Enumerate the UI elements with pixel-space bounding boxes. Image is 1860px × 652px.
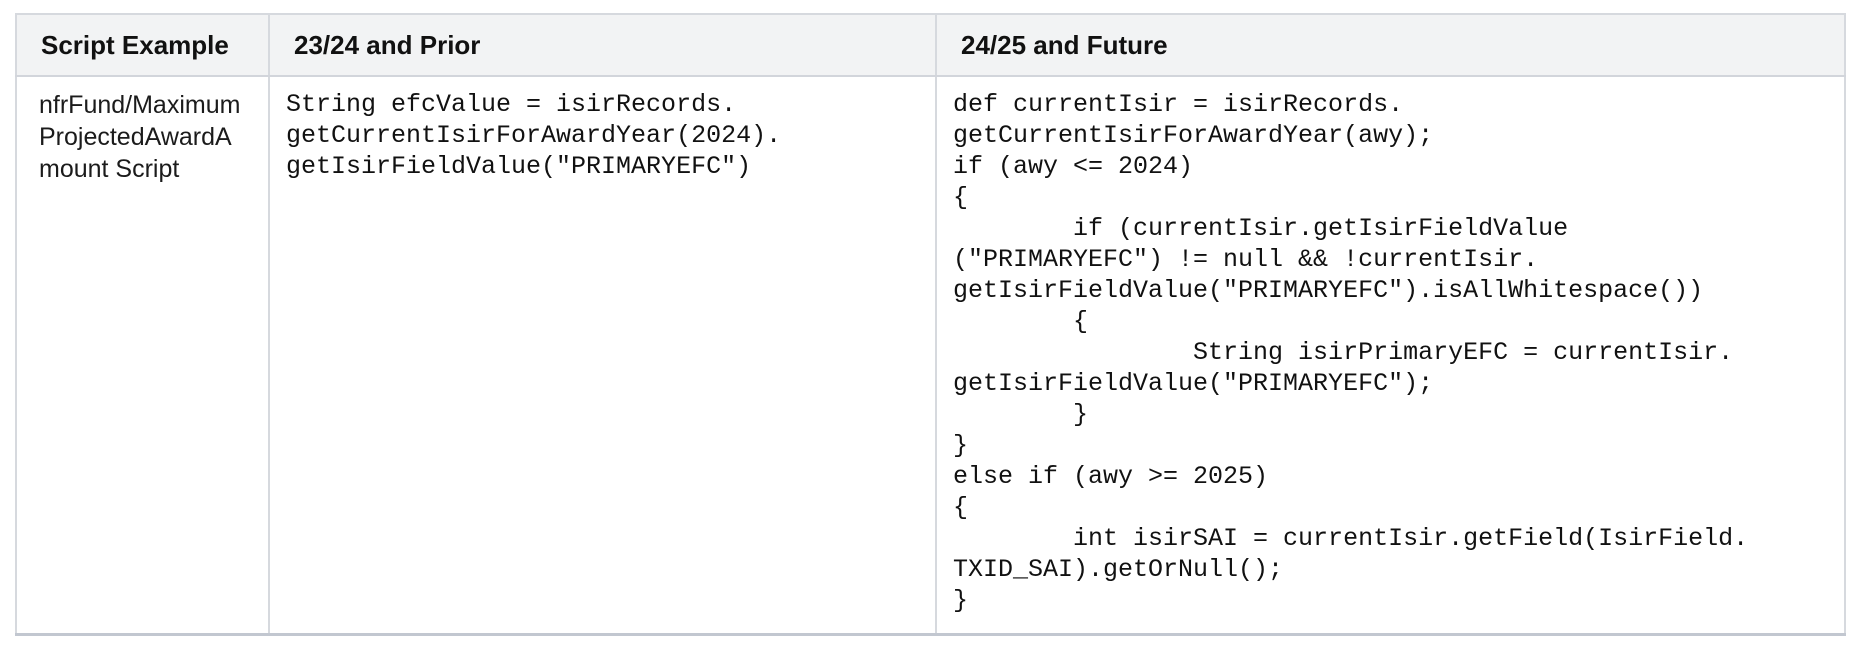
table-header-row: Script Example 23/24 and Prior 24/25 and… (15, 13, 1846, 77)
column-header-24-25-and-future: 24/25 and Future (935, 13, 1846, 77)
code-cell-future: def currentIsir = isirRecords. getCurren… (935, 75, 1846, 636)
script-name-text: nfrFund/MaximumProjectedAwardAmount Scri… (39, 91, 241, 183)
script-comparison-table: Script Example 23/24 and Prior 24/25 and… (15, 13, 1846, 636)
column-header-23-24-and-prior: 23/24 and Prior (268, 13, 937, 77)
column-header-script-example: Script Example (15, 13, 270, 77)
code-cell-prior: String efcValue = isirRecords. getCurren… (268, 75, 937, 636)
code-block-future: def currentIsir = isirRecords. getCurren… (953, 90, 1749, 615)
script-name-cell: nfrFund/MaximumProjectedAwardAmount Scri… (15, 75, 270, 636)
table-row: nfrFund/MaximumProjectedAwardAmount Scri… (15, 75, 1846, 636)
code-block-prior: String efcValue = isirRecords. getCurren… (286, 90, 782, 181)
